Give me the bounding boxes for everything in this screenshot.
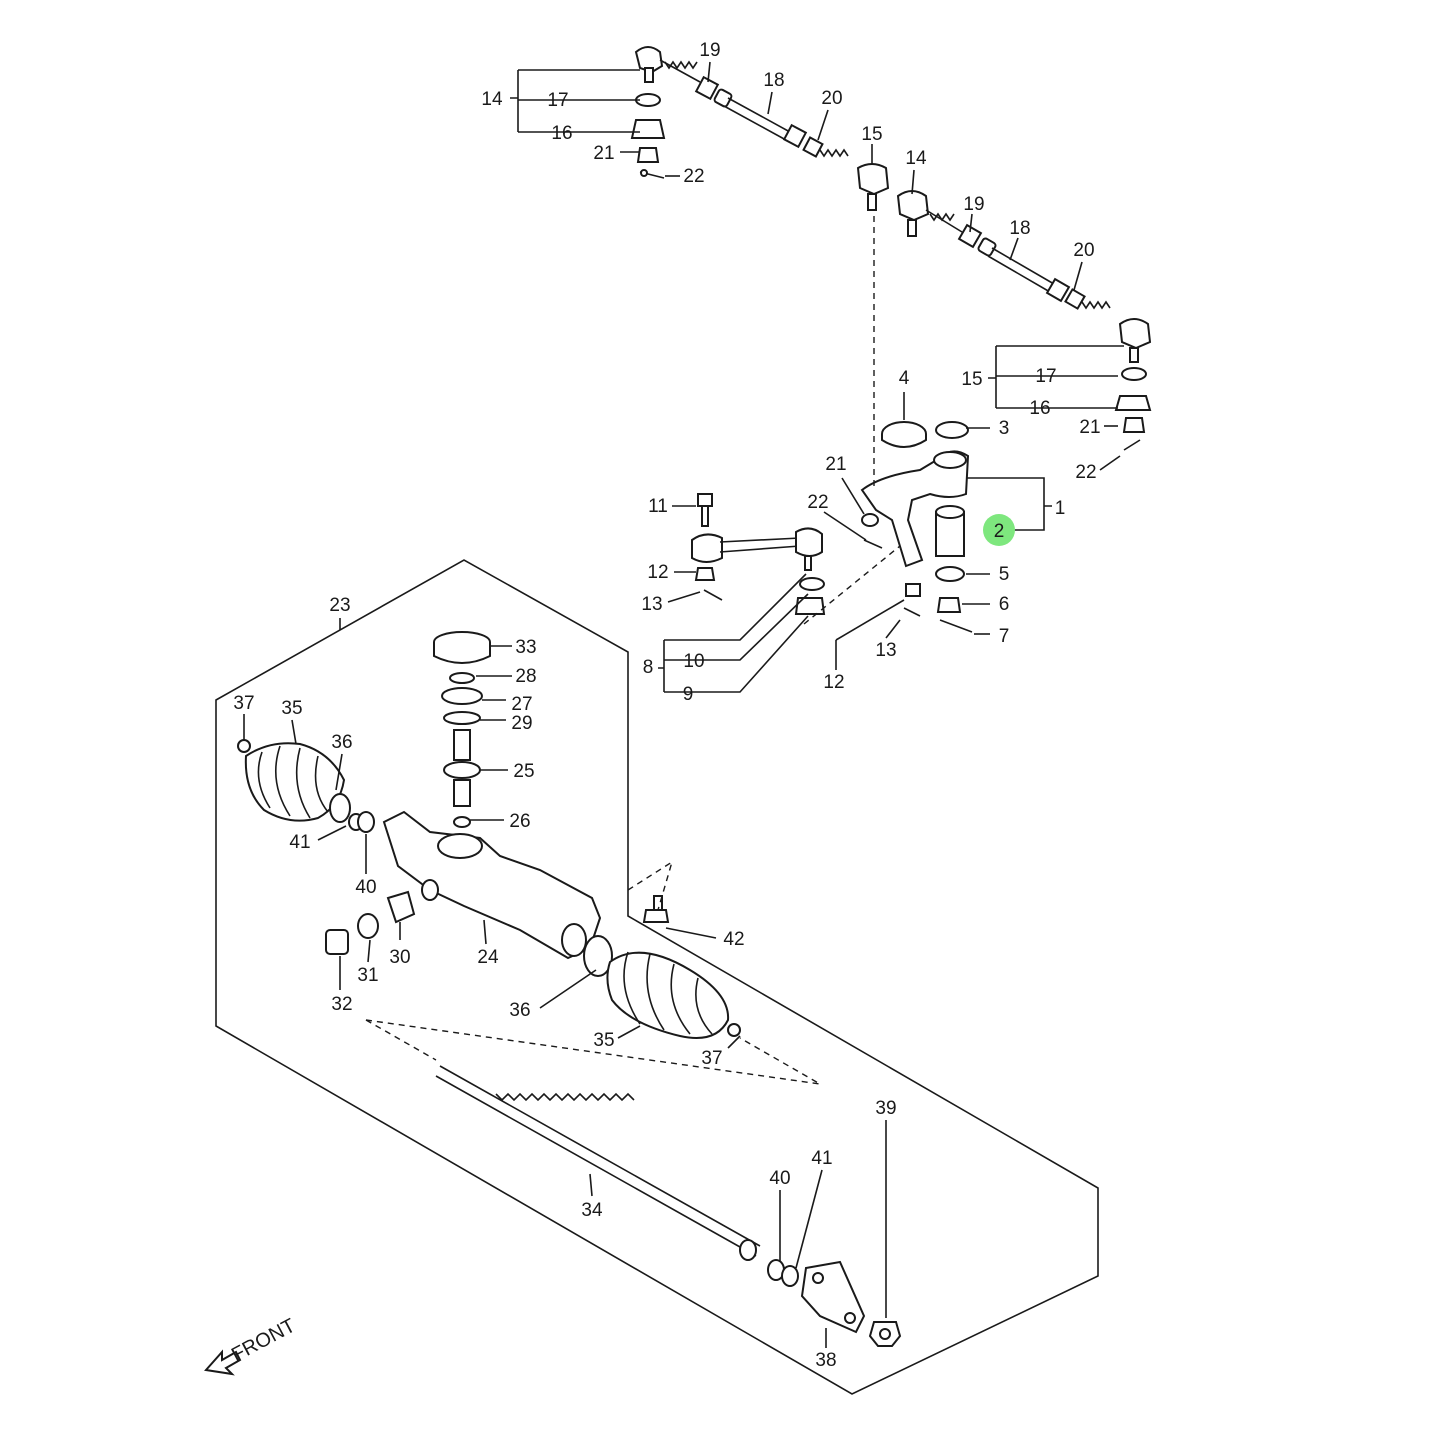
callout-17-right[interactable]: 17 xyxy=(1035,366,1056,387)
callout-2-highlight xyxy=(983,514,1015,546)
mount-bracket[interactable] xyxy=(800,1260,866,1334)
callout-7[interactable]: 7 xyxy=(999,626,1010,647)
callout-24[interactable]: 24 xyxy=(477,947,499,968)
callout-35-left[interactable]: 35 xyxy=(281,698,302,719)
callout-17-left[interactable]: 17 xyxy=(547,90,568,111)
callout-14-left[interactable]: 14 xyxy=(481,89,503,110)
boot-left[interactable] xyxy=(237,739,375,833)
callout-37-right[interactable]: 37 xyxy=(701,1048,722,1069)
callout-36-right[interactable]: 36 xyxy=(509,1000,530,1021)
boot-right[interactable] xyxy=(583,935,741,1039)
tie-rod-assembly-right[interactable] xyxy=(896,190,1152,451)
callout-22-right[interactable]: 22 xyxy=(1075,462,1096,483)
callout-26[interactable]: 26 xyxy=(509,811,530,832)
rack-guide-parts[interactable] xyxy=(325,890,416,955)
callout-22-upper[interactable]: 22 xyxy=(683,166,704,187)
callout-13-idler[interactable]: 13 xyxy=(875,640,896,661)
pinion-assembly[interactable] xyxy=(433,631,491,828)
callout-42[interactable]: 42 xyxy=(723,929,744,950)
callout-15-right[interactable]: 15 xyxy=(961,369,982,390)
callout-12-relay[interactable]: 12 xyxy=(647,562,668,583)
callout-15-left[interactable]: 15 xyxy=(861,124,882,145)
callout-14-right[interactable]: 14 xyxy=(905,148,927,169)
callout-21-idler[interactable]: 21 xyxy=(825,454,846,475)
callout-13-relay[interactable]: 13 xyxy=(641,594,662,615)
callout-16-right[interactable]: 16 xyxy=(1029,398,1050,419)
callout-37-left[interactable]: 37 xyxy=(233,693,254,714)
callout-36-left[interactable]: 36 xyxy=(331,732,352,753)
callout-29[interactable]: 29 xyxy=(511,713,532,734)
callout-21-upper[interactable]: 21 xyxy=(593,143,614,164)
callout-25[interactable]: 25 xyxy=(513,761,534,782)
callout-16-left[interactable]: 16 xyxy=(551,123,572,144)
callout-20-right[interactable]: 20 xyxy=(1073,240,1094,261)
callout-20-left[interactable]: 20 xyxy=(821,88,842,109)
callout-30[interactable]: 30 xyxy=(389,947,410,968)
leader-lines xyxy=(243,61,1124,1348)
callout-3[interactable]: 3 xyxy=(999,418,1010,439)
callout-9[interactable]: 9 xyxy=(683,684,694,705)
callout-labels: 1 2 3 4 5 6 7 8 9 10 11 12 12 13 13 14 1… xyxy=(228,40,1101,1371)
callout-23[interactable]: 23 xyxy=(329,595,350,616)
callout-40-left[interactable]: 40 xyxy=(355,877,376,898)
callout-28[interactable]: 28 xyxy=(515,666,536,687)
callout-19-right[interactable]: 19 xyxy=(963,194,984,215)
callout-19-left[interactable]: 19 xyxy=(699,40,720,61)
rack-bar[interactable] xyxy=(435,1065,799,1287)
callout-8[interactable]: 8 xyxy=(643,657,654,678)
callout-41-right[interactable]: 41 xyxy=(811,1148,832,1169)
callout-41-left[interactable]: 41 xyxy=(289,832,310,853)
callout-11[interactable]: 11 xyxy=(648,496,668,517)
callout-39[interactable]: 39 xyxy=(875,1098,896,1119)
gear-housing[interactable] xyxy=(382,810,602,960)
callout-31[interactable]: 31 xyxy=(357,965,378,986)
callout-12-idler[interactable]: 12 xyxy=(823,672,844,693)
front-arrow-icon xyxy=(204,1349,242,1376)
front-label: FRONT xyxy=(228,1315,299,1367)
callout-6[interactable]: 6 xyxy=(999,594,1010,615)
callout-40-right[interactable]: 40 xyxy=(769,1168,790,1189)
callout-4[interactable]: 4 xyxy=(899,368,910,389)
nut-39[interactable] xyxy=(868,1321,902,1347)
callout-34[interactable]: 34 xyxy=(581,1200,603,1221)
callout-21-right[interactable]: 21 xyxy=(1079,417,1100,438)
callout-1[interactable]: 1 xyxy=(1055,498,1066,519)
callout-2[interactable]: 2 xyxy=(994,521,1005,542)
callout-38[interactable]: 38 xyxy=(815,1350,836,1371)
callout-10[interactable]: 10 xyxy=(683,651,704,672)
callout-27[interactable]: 27 xyxy=(511,694,532,715)
callout-18-right[interactable]: 18 xyxy=(1009,218,1030,239)
callout-5[interactable]: 5 xyxy=(999,564,1010,585)
callout-32[interactable]: 32 xyxy=(331,994,352,1015)
callout-22-idler[interactable]: 22 xyxy=(807,492,828,513)
relay-rod-assembly[interactable] xyxy=(691,493,826,615)
parts-drawing xyxy=(204,46,1152,1395)
callout-35-right[interactable]: 35 xyxy=(593,1030,614,1051)
alignment-lines xyxy=(365,216,901,1085)
steering-gear-box-outline xyxy=(215,559,1099,1395)
callout-18-left[interactable]: 18 xyxy=(763,70,784,91)
tie-rod-assembly-upper[interactable] xyxy=(630,46,890,211)
callout-33[interactable]: 33 xyxy=(515,637,536,658)
bolt-42[interactable] xyxy=(642,895,670,923)
idler-arm-assembly[interactable] xyxy=(860,421,973,633)
